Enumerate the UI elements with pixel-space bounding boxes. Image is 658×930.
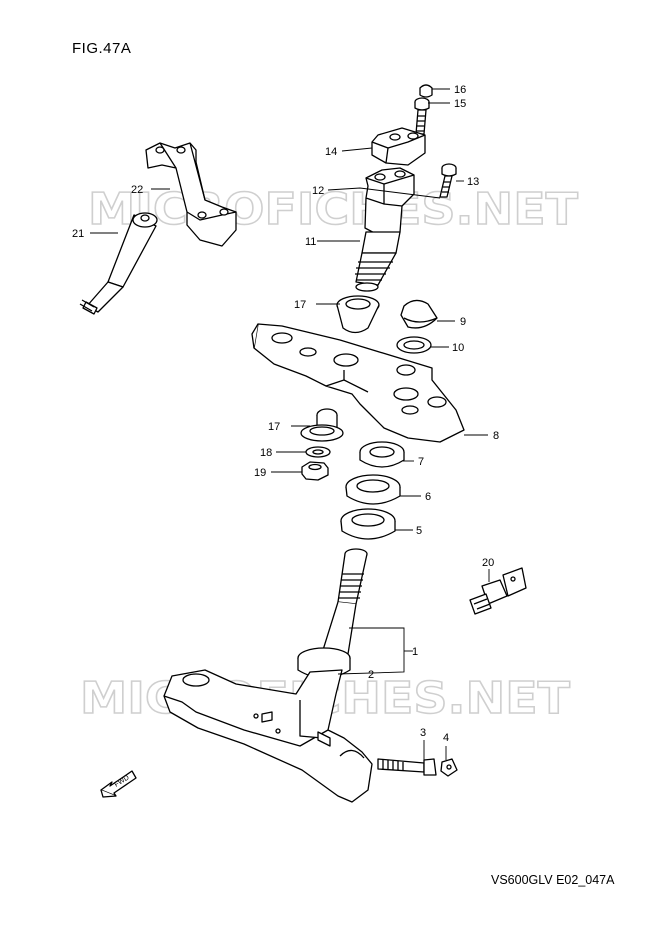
callout-19: 19 [254,467,266,479]
figure-code: VS600GLV E02_047A [491,873,615,887]
part-10-washer [396,336,432,354]
figure-title: FIG.47A [72,40,132,57]
leader-lines [90,88,490,760]
part-9-cap-nut [400,299,438,329]
part-3-bolt [377,758,437,776]
callout-4: 4 [443,732,449,744]
callout-10: 10 [452,342,464,354]
fwd-arrow-icon: FWD [100,770,137,798]
callout-6: 6 [425,491,431,503]
watermark-top: MICROFICHES.NET [87,183,579,236]
callout-8: 8 [493,430,499,442]
part-21-stud [79,212,158,315]
callout-2: 2 [368,669,374,681]
callout-20: 20 [482,557,494,569]
part-14-upper-clamp [371,127,426,166]
part-15-bolt [414,97,430,135]
part-17-spacer-upper [336,295,380,334]
part-8-upper-bracket [251,323,465,443]
part-19-nut [301,461,329,481]
part-20-switch [469,567,527,615]
callout-9: 9 [460,316,466,328]
callout-18: 18 [260,447,272,459]
part-17-spacer-lower [300,408,344,442]
watermark-text: MICROFICHES.NET [88,184,578,235]
part-1-steering-stem [322,548,368,655]
part-16-cap [419,84,433,98]
callout-13: 13 [467,176,479,188]
part-18-washer [305,446,331,458]
callout-12: 12 [312,185,324,197]
callout-16: 16 [454,84,466,96]
part-7-ring-nut [359,441,405,468]
callout-21: 21 [72,228,84,240]
callout-labels: 16 15 14 13 12 11 17 9 10 8 17 18 19 7 6… [72,84,499,744]
part-22-handlebar-holder [145,142,237,247]
part-13-bolt [439,163,457,198]
callout-17-lower: 17 [268,421,280,433]
part-1-lower-bracket [163,669,373,803]
callout-5: 5 [416,525,422,537]
callout-11: 11 [305,236,316,248]
part-11-12-lower-holder [355,167,415,292]
part-5-bearing [340,508,396,540]
part-4-cap [440,758,458,777]
callout-22: 22 [131,184,143,196]
callout-1: 1 [412,646,418,658]
callout-17-upper: 17 [294,299,306,311]
part-6-dust-seal [345,474,401,505]
callout-3: 3 [420,727,426,739]
callout-15: 15 [454,98,466,110]
callout-7: 7 [418,456,424,468]
callout-14: 14 [325,146,337,158]
